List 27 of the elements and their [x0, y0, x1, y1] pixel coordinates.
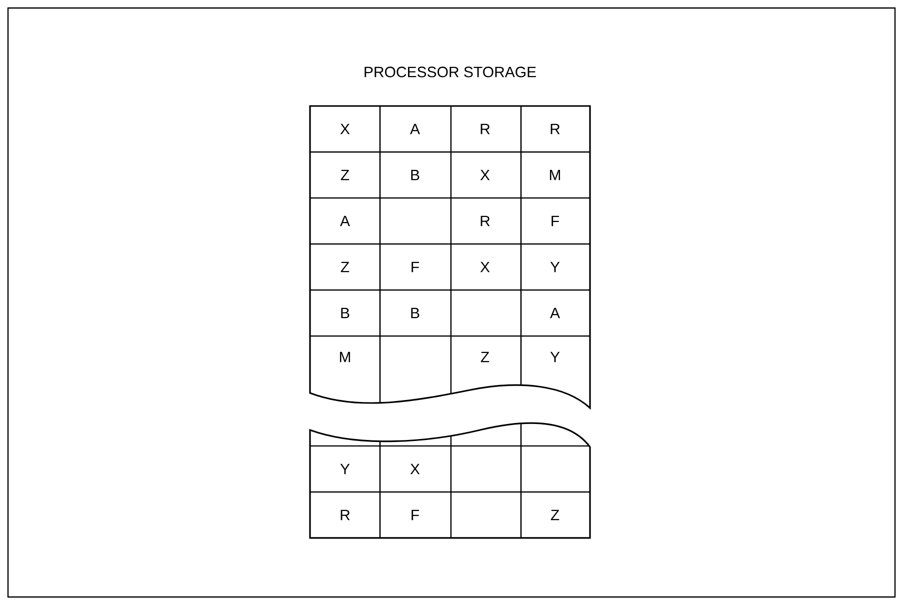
cell-letter: M — [550, 170, 560, 180]
cell-letter: Z — [550, 510, 560, 520]
cell-letter: X — [410, 464, 420, 474]
cell-letter: Z — [480, 352, 490, 362]
cell-letter: B — [341, 308, 350, 318]
cell-letter: Z — [340, 170, 350, 180]
cell-letter: R — [550, 124, 560, 134]
cell-letter: Y — [550, 262, 560, 272]
cell-letter: F — [412, 510, 419, 520]
cell-letter: A — [410, 124, 420, 134]
cell-letter: Y — [340, 464, 350, 474]
cell-letter: B — [411, 308, 420, 318]
cell-letter: M — [340, 352, 350, 362]
cell-letter: R — [480, 216, 490, 226]
title: PROCESSOR STORAGE — [364, 66, 536, 78]
cell-letter: F — [552, 216, 559, 226]
cell-letter: B — [411, 170, 420, 180]
cell-letter: A — [550, 308, 560, 318]
cell-letter: R — [480, 124, 490, 134]
cell-letter: A — [340, 216, 350, 226]
cell-letter: Z — [340, 262, 350, 272]
cell-letter: X — [340, 124, 350, 134]
cell-letter: Y — [550, 352, 560, 362]
cell-letter: X — [480, 170, 490, 180]
cell-letter: F — [412, 262, 419, 272]
cell-letter: X — [480, 262, 490, 272]
cell-letter: R — [340, 510, 350, 520]
